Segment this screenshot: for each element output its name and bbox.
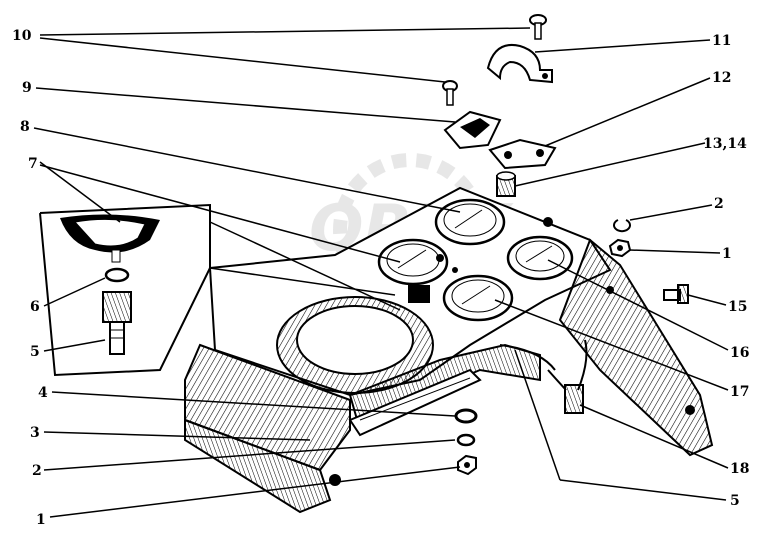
detail-gauge-back bbox=[60, 214, 160, 263]
switch-9 bbox=[443, 110, 502, 150]
sensor-18 bbox=[547, 369, 584, 414]
callout-5-bottom: 5 bbox=[730, 493, 740, 509]
nut-1 bbox=[608, 238, 632, 258]
gauge-right bbox=[506, 235, 574, 281]
callout-7: 7 bbox=[28, 156, 38, 172]
gauge-top bbox=[434, 198, 506, 246]
panel-fasteners bbox=[329, 217, 695, 486]
callout-18: 18 bbox=[730, 461, 749, 477]
callout-2-bottom: 2 bbox=[32, 463, 42, 479]
callout-17: 17 bbox=[730, 384, 749, 400]
screw-10a bbox=[529, 14, 547, 40]
callout-16: 16 bbox=[730, 345, 749, 361]
detail-box bbox=[39, 203, 401, 377]
leader-lines bbox=[33, 27, 729, 518]
washer-4 bbox=[454, 408, 478, 424]
bracket-12 bbox=[488, 138, 557, 170]
callout-1-bottom: 1 bbox=[36, 512, 46, 528]
gauge-left bbox=[377, 238, 449, 286]
callout-11: 11 bbox=[712, 33, 731, 49]
callout-10: 10 bbox=[12, 28, 32, 44]
detail-washer bbox=[104, 267, 130, 283]
detail-fitting bbox=[102, 291, 132, 355]
washer-2 bbox=[456, 433, 476, 447]
lamp-13-14 bbox=[496, 171, 516, 197]
callout-8: 8 bbox=[20, 119, 30, 135]
callout-12: 12 bbox=[712, 70, 731, 86]
callout-2-top: 2 bbox=[714, 196, 724, 212]
wire-harness bbox=[499, 339, 588, 391]
callout-15: 15 bbox=[728, 299, 747, 315]
bolt-15 bbox=[663, 284, 689, 304]
callout-9: 9 bbox=[22, 80, 32, 96]
spring-washer-2 bbox=[613, 219, 631, 233]
gauge-bottom bbox=[442, 274, 514, 322]
callout-4: 4 bbox=[38, 385, 48, 401]
callout-3: 3 bbox=[30, 425, 40, 441]
callout-5-left: 5 bbox=[30, 344, 40, 360]
callout-13-14: 13,14 bbox=[703, 136, 747, 152]
callout-6: 6 bbox=[30, 299, 40, 315]
nut-1-lower bbox=[457, 454, 477, 476]
screw-10b bbox=[442, 80, 458, 106]
callout-1-top: 1 bbox=[722, 246, 732, 262]
steering-opening bbox=[276, 296, 434, 394]
clamp-11 bbox=[486, 44, 553, 84]
